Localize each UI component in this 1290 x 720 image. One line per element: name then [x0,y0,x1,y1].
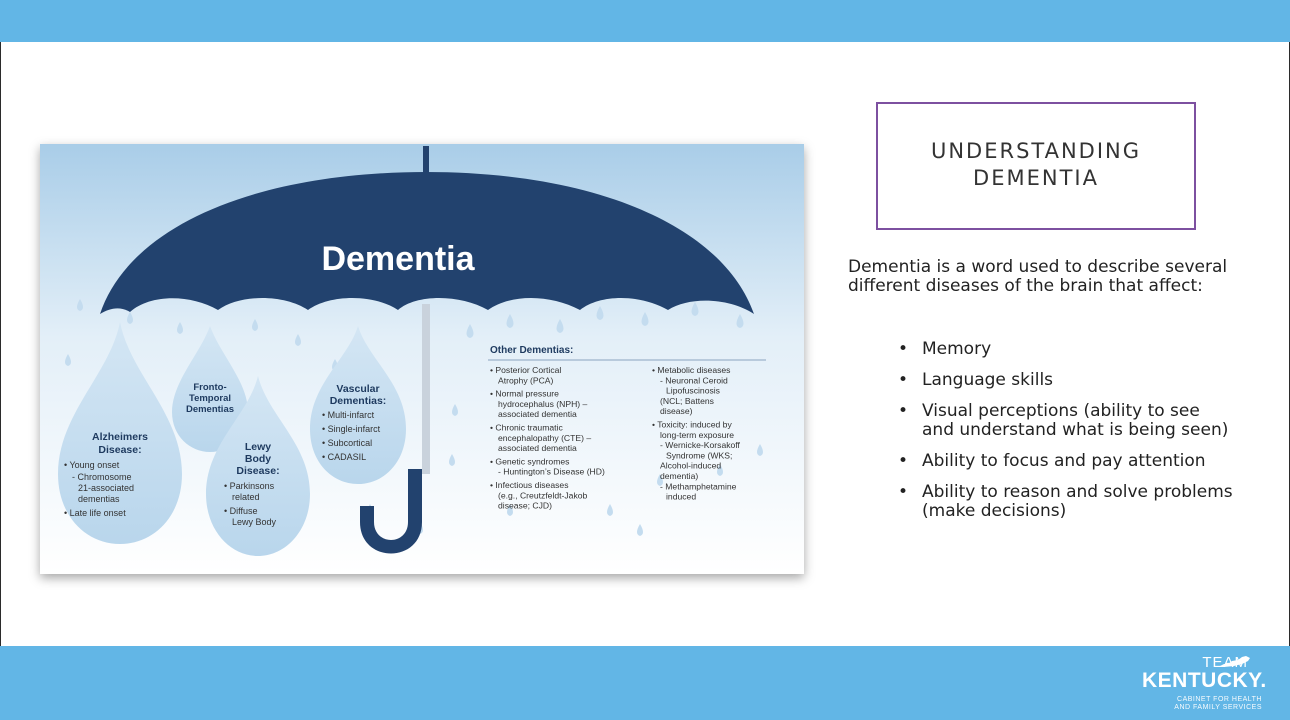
other-dementia-line: - Methamphetamine [660,481,737,491]
ftd-3: Dementias [186,404,234,415]
lewy-i4: Lewy Body [232,517,277,527]
bullet-dot-icon: • [898,482,909,502]
slide-title: UNDERSTANDING DEMENTIA [876,138,1196,192]
alz-title-1: Alzheimers [92,431,148,443]
alz-title-2: Disease: [98,444,141,456]
other-dementia-line: (NCL; Battens [660,396,714,406]
other-dementia-line: - Neuronal Ceroid [660,375,728,385]
alz-item-3: 21-associated [78,483,134,493]
bullet-item: • Memory [896,340,1236,359]
other-dementia-line: • Normal pressure [490,389,559,399]
alzheimers-drop [58,322,182,544]
lewy-text: Lewy Body Disease: • Parkinsons related … [224,441,280,527]
title-line-2: DEMENTIA [973,166,1099,190]
slide-description: Dementia is a word used to describe seve… [848,257,1228,296]
title-line-1: UNDERSTANDING [930,139,1142,163]
vasc-i3: • Subcortical [322,438,372,448]
vascular-text: Vascular Dementias: • Multi-infarct • Si… [322,383,386,462]
lewy-i3: • Diffuse [224,506,258,516]
alz-item-2: - Chromosome [72,472,132,482]
vasc-t1: Vascular [336,383,379,395]
dementia-umbrella-infographic: Dementia Alzheimers Disease: • Young ons… [40,144,804,574]
bullet-list: • Memory • Language skills • Visual percept… [896,340,1236,533]
alz-item-4: dementias [78,494,120,504]
vasc-i1: • Multi-infarct [322,410,375,420]
other-dementia-line: long-term exposure [660,430,734,440]
ftd-2: Temporal [189,393,231,404]
bullet-text: Ability to reason and solve problems (ma… [922,482,1233,521]
bullet-dot-icon: • [898,370,909,390]
other-dementia-line: dementia) [660,471,698,481]
lewy-t2: Body [245,453,271,465]
lewy-t1: Lewy [245,441,271,453]
other-dementia-line: disease) [660,406,693,416]
other-dementia-line: • Genetic syndromes [490,456,569,466]
bottom-band [0,646,1290,720]
bullet-item: • Ability to reason and solve problems (m… [896,483,1236,521]
other-dementia-line: Atrophy (PCA) [498,375,554,385]
alzheimers-text: Alzheimers Disease: • Young onset - Chro… [64,431,148,518]
other-dementia-line: Syndrome (WKS; [666,450,732,460]
other-col-2: • Metabolic diseases- Neuronal CeroidLip… [652,365,741,502]
logo-kentucky: KENTUCKY. [1142,669,1267,692]
ftd-drop [172,326,248,452]
umbrella-title: Dementia [321,240,475,278]
bullet-text: Ability to focus and pay attention [922,451,1206,471]
vasc-i2: • Single-infarct [322,424,381,434]
other-dementia-line: associated dementia [498,443,577,453]
bullet-text: Visual perceptions (ability to see and u… [922,401,1229,440]
ftd-1: Fronto- [193,382,226,393]
vasc-i4: • CADASIL [322,452,366,462]
bullet-item: • Ability to focus and pay attention [896,452,1236,471]
bullet-dot-icon: • [898,339,909,359]
alz-item-1: • Young onset [64,460,120,470]
logo-team: TEAM [1202,654,1248,671]
title-box [876,102,1196,230]
bullet-item: • Visual perceptions (ability to see and … [896,402,1236,440]
umbrella-canopy [100,172,754,314]
other-dementia-line: • Chronic traumatic [490,423,563,433]
other-dementia-line: • Infectious diseases [490,480,569,490]
logo-sub-1: CABINET FOR HEALTH [1177,696,1262,703]
bullet-dot-icon: • [898,401,909,421]
kentucky-state-icon [1218,656,1250,667]
bullet-text: Language skills [922,370,1054,390]
top-band [0,0,1290,42]
other-dementia-line: • Posterior Cortical [490,365,561,375]
other-dementia-line: encephalopathy (CTE) – [498,433,591,443]
other-dementia-line: Alcohol-induced [660,461,721,471]
vascular-drop [310,326,406,484]
other-dementia-line: disease; CJD) [498,501,552,511]
alz-item-5: • Late life onset [64,508,126,518]
other-heading: Other Dementias: [490,345,573,356]
lewy-t3: Disease: [236,465,279,477]
umbrella-shaft [422,304,430,474]
bullet-dot-icon: • [898,451,909,471]
other-dementia-line: • Toxicity: induced by [652,420,732,430]
umbrella-handle [360,469,422,554]
umbrella-tip [423,146,429,176]
team-kentucky-logo: TEAM KENTUCKY. CABINET FOR HEALTH AND FA… [1142,654,1267,715]
bullet-item: • Language skills [896,371,1236,390]
other-dementia-line: induced [666,492,696,502]
vasc-t2: Dementias: [330,395,387,407]
other-dementia-line: hydrocephalus (NPH) – [498,399,588,409]
other-dementia-line: associated dementia [498,409,577,419]
other-dementia-line: (e.g., Creutzfeldt-Jakob [498,490,588,500]
lewy-i1: • Parkinsons [224,481,275,491]
other-dementia-line: - Huntington’s Disease (HD) [498,467,605,477]
logo-sub-2: AND FAMILY SERVICES [1174,704,1262,711]
lewy-i2: related [232,492,260,502]
rain-drops [65,299,763,536]
bullet-text: Memory [922,339,992,359]
ftd-text: Fronto- Temporal Dementias [186,382,234,415]
other-dementia-line: - Wernicke-Korsakoff [660,440,741,450]
lewy-drop [206,376,310,556]
other-dementia-line: Lipofuscinosis [666,386,720,396]
infographic-svg: Dementia Alzheimers Disease: • Young ons… [40,144,804,574]
other-dementia-line: • Metabolic diseases [652,365,730,375]
